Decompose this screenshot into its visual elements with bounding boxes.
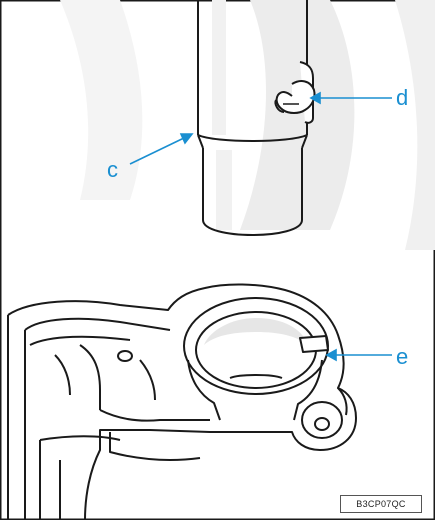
retaining-clip bbox=[274, 61, 316, 124]
upper-tube bbox=[197, 0, 308, 236]
callout-label-e: e bbox=[396, 344, 409, 369]
callout-arrows bbox=[129, 91, 392, 362]
callout-label-d: d bbox=[396, 85, 409, 110]
lower-bracket bbox=[7, 283, 357, 520]
callout-label-c: c bbox=[107, 157, 118, 182]
reference-code-box: B3CP07QC bbox=[340, 495, 422, 513]
background-shading bbox=[60, 0, 435, 250]
arrow-c bbox=[129, 136, 187, 165]
